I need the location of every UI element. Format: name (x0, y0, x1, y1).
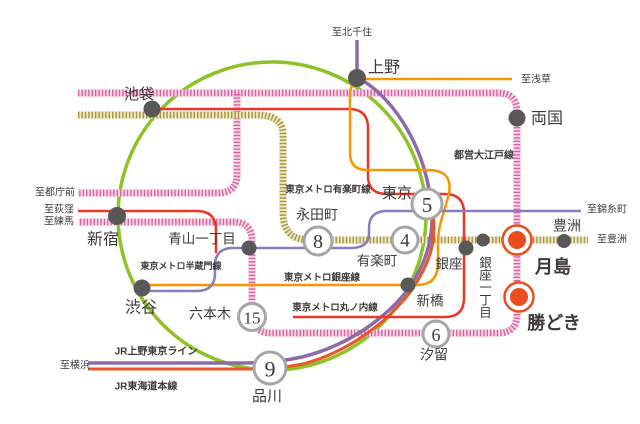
nagatacho-label: 永田町 (296, 208, 338, 224)
minutes-ring (302, 225, 334, 257)
minutes-value: 15 (244, 309, 261, 328)
tsukishima-marker (501, 224, 533, 256)
ginza-dot (458, 240, 474, 256)
kachidoki-marker (503, 281, 535, 313)
shimbashi-dot (400, 277, 416, 293)
ginza-itchome-label: 銀座一丁目 (477, 256, 491, 319)
minutes-value: 9 (265, 357, 276, 382)
roppongi-label: 六本木 (189, 307, 231, 323)
shinjuku-dot (108, 207, 126, 225)
dest-kita-senju: 至北千住 (332, 26, 372, 39)
ryogoku-dot (508, 109, 526, 127)
shibuya-label: 渋谷 (125, 299, 157, 317)
yurakucho-line-label: 東京メトロ有楽町線 (284, 184, 371, 196)
ginza-line-label: 東京メトロ銀座線 (283, 272, 361, 284)
minutes-ring (237, 302, 267, 332)
minutes-badge-shiodome: 6 (421, 319, 451, 349)
shimbashi-label: 新橋 (417, 294, 444, 309)
aoyama-itchome-label: 青山一丁目 (168, 232, 236, 247)
dest-toyosu: 至豊洲 (597, 233, 627, 246)
ueno-label: 上野 (368, 59, 400, 77)
minutes-ring (421, 319, 451, 349)
ginza-line (142, 77, 512, 287)
ginza-label: 銀座 (436, 257, 463, 272)
shinagawa-label: 品川 (252, 388, 282, 405)
dest-nerima: 至練馬 (44, 215, 74, 228)
oedo-line (78, 89, 521, 337)
ryogoku-label: 両国 (531, 111, 563, 128)
minutes-value: 6 (432, 325, 441, 345)
minutes-ring (390, 225, 420, 255)
toyosu-dot (557, 234, 571, 248)
marunouchi-line-label: 東京メトロ丸ノ内線 (291, 302, 378, 314)
yurakucho-line (78, 111, 588, 244)
dest-tochomae: 至都庁前 (35, 186, 75, 199)
minutes-ring (410, 187, 444, 221)
tokaido-line-label: JR東海道本線 (115, 380, 178, 393)
ueno-dot (348, 69, 366, 87)
minutes-badge-yurakucho: 4 (390, 225, 420, 255)
minutes-badge-tokyo: 5 (410, 187, 444, 221)
minutes-ring (252, 350, 288, 386)
kachidoki-label: 勝どき (527, 312, 580, 333)
ikebukuro-label: 池袋 (124, 86, 154, 103)
toyosu-label: 豊洲 (553, 219, 581, 235)
yurakucho-label: 有楽町 (357, 254, 398, 269)
minutes-value: 4 (400, 231, 410, 252)
tsukishima-core (508, 231, 526, 249)
oedo-line-label: 都営大江戸線 (453, 149, 514, 162)
hanzomon-line (142, 209, 581, 293)
minutes-value: 5 (422, 193, 433, 217)
minutes-badge-nagatacho: 8 (302, 225, 334, 257)
kachidoki-core (510, 288, 528, 306)
ginza-itchome-dot (476, 233, 490, 247)
minutes-badge-shinagawa: 9 (252, 350, 288, 386)
aoyama-itchome-dot (241, 240, 257, 256)
dest-kinshicho: 至錦糸町 (587, 203, 627, 216)
oedo-branch (78, 94, 241, 197)
minutes-value: 8 (313, 231, 323, 253)
dest-yokohama: 至横浜 (60, 359, 90, 372)
dest-ogikubo: 至荻窪 (44, 203, 74, 216)
marunouchi-branch (78, 209, 218, 253)
shiodome-label: 汐留 (420, 348, 448, 364)
shinjuku-label: 新宿 (87, 231, 119, 249)
shibuya-dot (133, 279, 151, 297)
tokyo-label: 東京 (382, 185, 412, 202)
ueno-tokyo-line-label: JR上野東京ライン (115, 345, 198, 358)
tsukishima-label: 月島 (534, 256, 571, 277)
hanzomon-line-label: 東京メトロ半蔵門線 (140, 260, 221, 271)
ikebukuro-dot (143, 100, 161, 118)
minutes-badge-roppongi: 15 (237, 302, 267, 332)
dest-asakusa: 至浅草 (521, 73, 551, 86)
